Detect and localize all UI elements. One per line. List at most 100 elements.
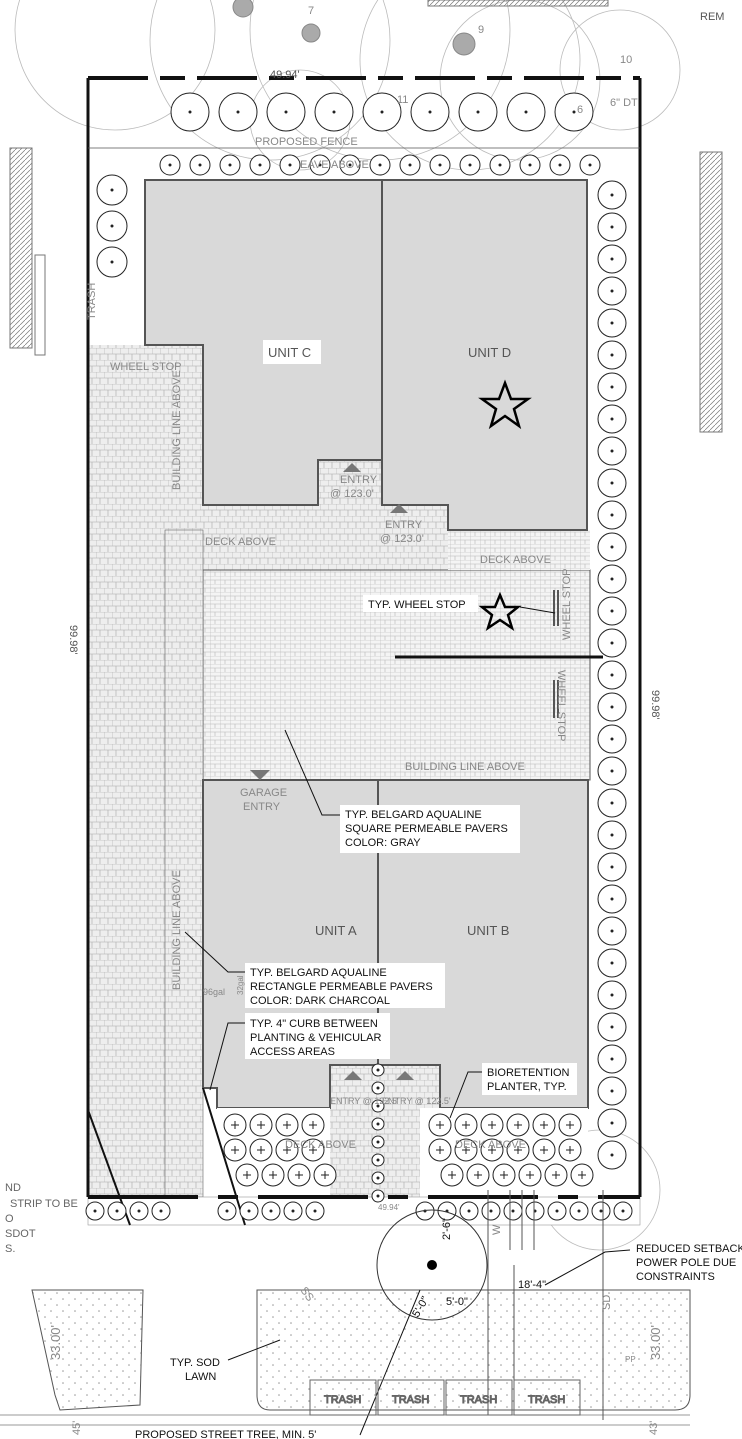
- plus-icon: [526, 1171, 534, 1179]
- plus-icon: [269, 1171, 277, 1179]
- tree-number-6: 6: [577, 104, 583, 116]
- star-marker-wheel-stop: [478, 591, 522, 631]
- trash-top-label: TRASH: [86, 283, 98, 320]
- left-note-5: S.: [5, 1243, 15, 1255]
- shrub-center-icon: [228, 163, 232, 167]
- left-note-2: STRIP TO BE: [10, 1198, 78, 1210]
- shrub-center-icon: [610, 897, 614, 901]
- unit-c-label: UNIT C: [268, 345, 311, 360]
- plus-icon: [321, 1171, 329, 1179]
- neighbor-buildings: [9, 0, 723, 433]
- tree-number-7: 7: [308, 5, 314, 17]
- tree-number-11: 11: [397, 94, 408, 106]
- shrub-center-icon: [528, 163, 532, 167]
- street-tree-trunk: [427, 1260, 437, 1270]
- shrub-center-icon: [610, 193, 614, 197]
- dim-bottom-left: 45': [71, 1421, 83, 1435]
- shrub-center-icon: [313, 1209, 317, 1213]
- sod-lawn-left: [31, 1289, 144, 1411]
- entry-d-elev: @ 123.0': [380, 533, 424, 545]
- pp-label: PP: [625, 1355, 636, 1364]
- plus-icon: [243, 1171, 251, 1179]
- left-note-1: ND: [5, 1182, 21, 1194]
- shrub-center-icon: [610, 801, 614, 805]
- sd-label: SD: [601, 1295, 613, 1310]
- plus-icon: [295, 1171, 303, 1179]
- shrub-center-icon: [610, 545, 614, 549]
- shrub-center-icon: [610, 385, 614, 389]
- shrub-center-icon: [376, 1122, 380, 1126]
- utility-lines: [487, 1190, 604, 1420]
- shrub-center-icon: [291, 1209, 295, 1213]
- plus-icon: [514, 1146, 522, 1154]
- trash-label: TRASH: [460, 1394, 497, 1406]
- shrub-center-icon: [524, 110, 528, 114]
- shrub-center-icon: [610, 641, 614, 645]
- shrub-center-icon: [610, 609, 614, 613]
- shrub-center-icon: [376, 1194, 380, 1198]
- shrub-center-icon: [380, 110, 384, 114]
- callout-wheel-stop: TYP. WHEEL STOP: [368, 599, 466, 611]
- shrub-center-icon: [348, 163, 352, 167]
- rect-paver-entry: [203, 460, 448, 570]
- shrub-center-icon: [476, 110, 480, 114]
- shrub-center-icon: [110, 188, 114, 192]
- plus-icon: [309, 1146, 317, 1154]
- unit-c-label-bg: [263, 340, 321, 364]
- shrub-center-icon: [610, 289, 614, 293]
- plus-icon: [436, 1121, 444, 1129]
- wheel-stop-left-label: WHEEL STOP: [110, 361, 182, 373]
- shrub-center-icon: [599, 1209, 603, 1213]
- deck-above-b: DECK ABOVE: [455, 1139, 526, 1151]
- wheel-stop-2: WHEEL STOP: [555, 670, 567, 742]
- shrub-center-icon: [376, 1104, 380, 1108]
- shrub-center-icon: [188, 110, 192, 114]
- dim-side-right: 33.00': [648, 1325, 663, 1360]
- trash-label: TRASH: [324, 1394, 361, 1406]
- callout-sod-2: LAWN: [185, 1371, 216, 1383]
- garage-entry-1: GARAGE: [240, 787, 287, 799]
- plus-icon: [462, 1121, 470, 1129]
- shrub-center-icon: [428, 110, 432, 114]
- plus-icon: [462, 1146, 470, 1154]
- trash-enclosure: [445, 1379, 513, 1416]
- shrub-center-icon: [610, 993, 614, 997]
- garage-entry-2: ENTRY: [243, 801, 281, 813]
- entry-arrows: [250, 463, 414, 1080]
- plus-icon: [566, 1146, 574, 1154]
- plus-icon: [552, 1171, 560, 1179]
- shrub-center-icon: [376, 1158, 380, 1162]
- fence-label: PROPOSED FENCE: [255, 136, 358, 148]
- dim-bottom-right: 43': [648, 1421, 660, 1435]
- building-line-left-bottom: BUILDING LINE ABOVE: [171, 870, 183, 990]
- entry-a: ENTRY @ 122.5': [330, 1096, 399, 1106]
- entry-c-label: ENTRY: [340, 474, 378, 486]
- shrub-center-icon: [610, 481, 614, 485]
- shrub-center-icon: [610, 961, 614, 965]
- plus-icon: [566, 1121, 574, 1129]
- property-line: [86, 76, 642, 1199]
- shrub-center-icon: [610, 513, 614, 517]
- shrub-center-icon: [318, 163, 322, 167]
- street-line: [0, 1414, 690, 1426]
- star-marker-unit-d: [478, 379, 532, 430]
- shrub-center-icon: [558, 163, 562, 167]
- shrub-center-icon: [610, 1153, 614, 1157]
- trash-label: TRASH: [528, 1394, 565, 1406]
- shrub-center-icon: [610, 1121, 614, 1125]
- shrub-center-icon: [110, 260, 114, 264]
- deck-above-a: DECK ABOVE: [285, 1139, 356, 1151]
- trash-enclosure: [377, 1379, 445, 1416]
- plus-icon: [257, 1146, 265, 1154]
- wheel-stop-1: WHEEL STOP: [561, 568, 573, 640]
- left-note-4: SDOT: [5, 1228, 36, 1240]
- shrub-center-icon: [408, 163, 412, 167]
- shrub-center-icon: [468, 163, 472, 167]
- shrub-center-icon: [610, 321, 614, 325]
- shrub-center-icon: [378, 163, 382, 167]
- entry-c-elev: @ 123.0': [330, 488, 374, 500]
- shrub-center-icon: [610, 353, 614, 357]
- shrub-center-icon: [610, 737, 614, 741]
- plus-icon: [436, 1146, 444, 1154]
